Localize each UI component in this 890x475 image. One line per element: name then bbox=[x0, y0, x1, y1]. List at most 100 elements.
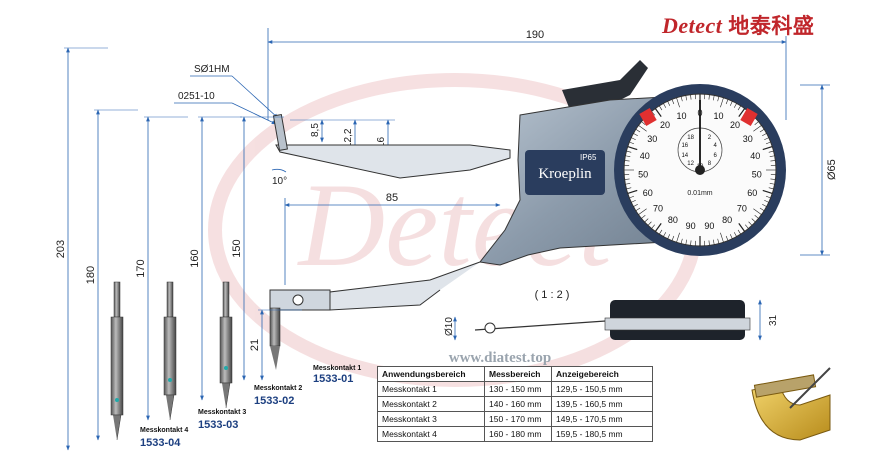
contact-label: Messkontakt 3 bbox=[198, 409, 246, 416]
tolerance-marker-left bbox=[639, 107, 657, 127]
dial-outer-number: 20 bbox=[660, 120, 670, 130]
pin-shaft bbox=[113, 281, 121, 318]
side-view: Ø10 31 bbox=[444, 299, 779, 341]
table-header: Messbereich bbox=[484, 366, 552, 382]
pin-tip bbox=[113, 414, 122, 441]
table-cell: 140 - 160 mm bbox=[484, 396, 552, 412]
dial-outer-number: 60 bbox=[747, 188, 757, 198]
dial-inner-number: 12 bbox=[687, 161, 694, 167]
contact-label: Messkontakt 1 bbox=[313, 365, 361, 372]
table-row: Messkontakt 3 150 - 170 mm 149,5 - 170,5… bbox=[377, 411, 653, 427]
dim-reach: 85 bbox=[284, 192, 501, 285]
dial-unit: 0.01mm bbox=[687, 190, 712, 197]
dial-inner-number: 6 bbox=[714, 153, 718, 159]
table-header: Anwendungsbereich bbox=[377, 366, 485, 382]
pin-tip bbox=[222, 382, 231, 409]
dial-outer-number: 30 bbox=[647, 134, 657, 144]
dim-overall-length-label: 190 bbox=[526, 29, 544, 41]
dial-outer-number: 40 bbox=[750, 151, 760, 161]
dial-inner-number: 16 bbox=[681, 143, 688, 149]
contact-label: Messkontakt 2 bbox=[254, 385, 302, 392]
dial-inner-number: 8 bbox=[708, 161, 712, 167]
contact-code: 1533-02 bbox=[254, 395, 294, 407]
dim-h1: 8,5 bbox=[310, 123, 321, 137]
pin-shaft bbox=[222, 281, 230, 318]
tip-label: SØ1HM bbox=[194, 64, 230, 75]
angle-label: 10° bbox=[272, 176, 287, 187]
table-row: Messkontakt 1 130 - 150 mm 129,5 - 150,5… bbox=[377, 381, 653, 397]
gauge-brand: Kroeplin bbox=[538, 166, 592, 182]
contact-code: 1533-01 bbox=[313, 373, 353, 385]
dim-vertical-label: 160 bbox=[189, 249, 201, 267]
table-cell: 129,5 - 150,5 mm bbox=[551, 381, 653, 397]
dial-outer-number: 40 bbox=[640, 151, 650, 161]
dim-vertical-label: 21 bbox=[249, 339, 261, 351]
brand-latin: Detect bbox=[662, 13, 723, 38]
dial-outer-number: 20 bbox=[730, 120, 740, 130]
dial-outer-number: 70 bbox=[737, 204, 747, 214]
pin-body bbox=[163, 316, 177, 396]
table-row: Messkontakt 4 160 - 180 mm 159,5 - 180,5… bbox=[377, 426, 653, 442]
dial-outer-number: 70 bbox=[653, 204, 663, 214]
range-table: Anwendungsbereich Messbereich Anzeigeber… bbox=[377, 366, 653, 442]
table-row: Messkontakt 2 140 - 160 mm 139,5 - 160,5… bbox=[377, 396, 653, 412]
dial-inner-number: 18 bbox=[687, 135, 694, 141]
dim-pin-dia: Ø10 bbox=[444, 317, 455, 336]
url-watermark: www.diatest.top bbox=[449, 350, 552, 366]
dim-reach-label: 85 bbox=[386, 192, 398, 204]
contact-code: 1533-03 bbox=[198, 419, 238, 431]
pin-body bbox=[219, 316, 233, 384]
dial-outer-number: 60 bbox=[643, 188, 653, 198]
dim-overall-length: 190 bbox=[267, 28, 787, 120]
table-cell: Messkontakt 3 bbox=[377, 411, 485, 427]
table-cell: Messkontakt 1 bbox=[377, 381, 485, 397]
dial-outer-number: 10 bbox=[714, 111, 724, 121]
dial-outer-number: 30 bbox=[743, 134, 753, 144]
pin-shaft bbox=[166, 281, 174, 318]
dial-inner-number: 2 bbox=[708, 135, 712, 141]
dial-outer-number: 90 bbox=[704, 221, 714, 231]
dim-dial-dia: Ø65 bbox=[800, 84, 838, 256]
brand-chinese: 地泰科盛 bbox=[728, 14, 815, 38]
table-cell: Messkontakt 2 bbox=[377, 396, 485, 412]
dim-vertical-label: 180 bbox=[85, 266, 97, 284]
upper-arm: 10° bbox=[271, 113, 511, 187]
table-cell: 130 - 150 mm bbox=[484, 381, 552, 397]
gauge-ip: IP65 bbox=[580, 153, 597, 162]
pin-tip bbox=[166, 394, 175, 421]
dim-h3: 16 bbox=[376, 136, 387, 148]
table-cell: 139,5 - 160,5 mm bbox=[551, 396, 653, 412]
table-cell: Messkontakt 4 bbox=[377, 426, 485, 442]
table-cell: 149,5 - 170,5 mm bbox=[551, 411, 653, 427]
table-header: Anzeigebereich bbox=[551, 366, 653, 382]
pin-dot bbox=[115, 398, 119, 402]
dial-inner-number: 4 bbox=[714, 143, 718, 149]
dim-vertical-label: 170 bbox=[135, 259, 147, 277]
scale-label: ( 1 : 2 ) bbox=[535, 289, 570, 301]
dim-h2: 12,2 bbox=[343, 128, 354, 148]
table-cell: 150 - 170 mm bbox=[484, 411, 552, 427]
dim-vertical-label: 203 bbox=[55, 240, 67, 258]
contact-label: Messkontakt 4 bbox=[140, 427, 188, 434]
tip-code-label: 0251-10 bbox=[178, 91, 215, 102]
table-cell: 159,5 - 180,5 mm bbox=[551, 426, 653, 442]
dim-body-height: 31 bbox=[768, 314, 779, 326]
dial-outer-number: 80 bbox=[722, 215, 732, 225]
lower-arm: ( 1 : 2 ) bbox=[269, 261, 570, 370]
table-cell: 160 - 180 mm bbox=[484, 426, 552, 442]
dial-outer-number: 80 bbox=[668, 215, 678, 225]
pin-dot bbox=[224, 366, 228, 370]
dial-outer-number: 90 bbox=[686, 221, 696, 231]
dim-dial-dia-label: Ø65 bbox=[826, 159, 838, 180]
dial-outer-number: 10 bbox=[676, 111, 686, 121]
contact-detail-image bbox=[751, 367, 831, 441]
dial: 0102030405060708090908070605040302010 24… bbox=[614, 84, 786, 256]
dial-outer-number: 50 bbox=[638, 170, 648, 180]
dial-inner-number: 14 bbox=[681, 153, 688, 159]
tolerance-marker-right bbox=[740, 107, 758, 127]
pin-dot bbox=[168, 378, 172, 382]
